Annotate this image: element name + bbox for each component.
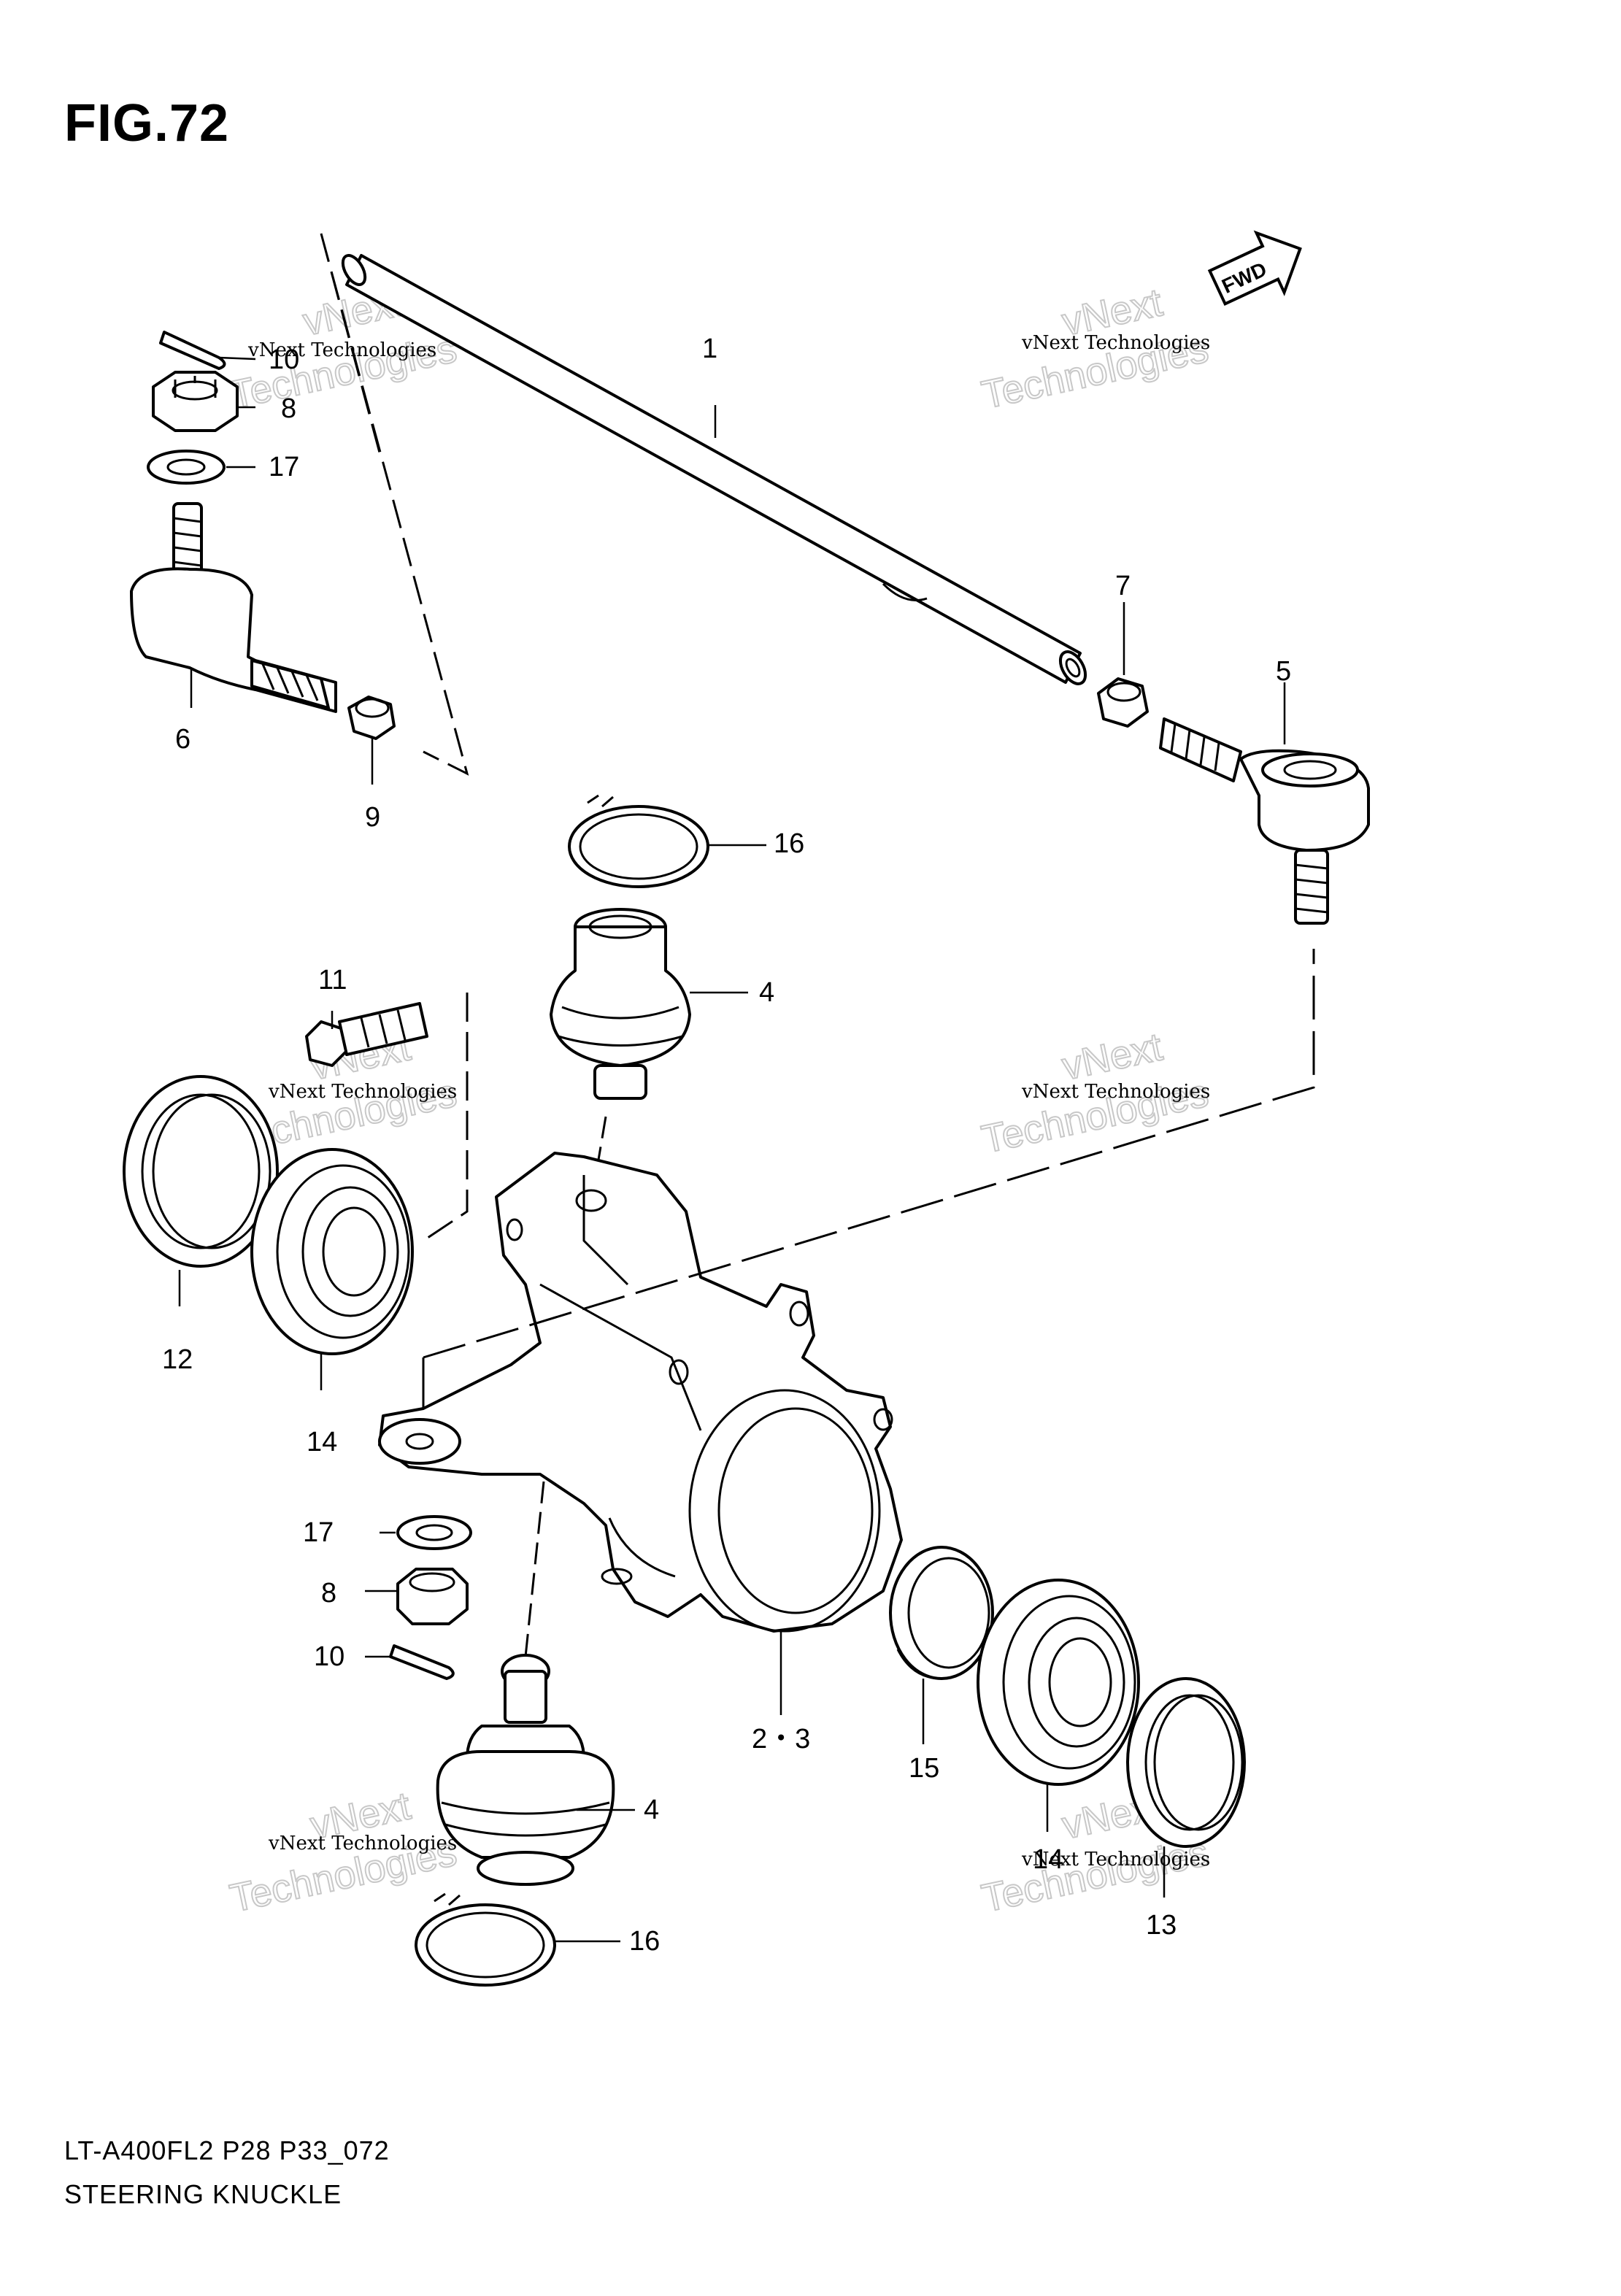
callout-14-left: 14 — [307, 1427, 337, 1457]
nut-lower — [396, 1568, 469, 1625]
callout-8-lower: 8 — [321, 1578, 336, 1609]
callout-16-upper: 16 — [774, 828, 804, 859]
diagram-code: LT-A400FL2 P28 P33_072 — [64, 2135, 390, 2165]
bearing-right — [977, 1579, 1140, 1786]
cotter-pin-upper — [159, 331, 226, 370]
callout-8-upper: 8 — [281, 393, 296, 424]
watermark-lower-left: Technologies vNext vNext Technologies — [226, 1783, 461, 1921]
svg-text:vNext Technologies: vNext Technologies — [247, 339, 436, 361]
ball-joint-lower — [436, 1654, 615, 1886]
svg-text:vNext Technologies: vNext Technologies — [1021, 332, 1210, 354]
svg-text:vNext Technologies: vNext Technologies — [268, 1833, 457, 1854]
svg-text:vNext Technologies: vNext Technologies — [268, 1081, 457, 1103]
spacer — [889, 1546, 994, 1680]
circlip-lower — [415, 1892, 556, 1987]
tie-rod-end-left — [130, 502, 337, 713]
callout-17-upper: 17 — [269, 452, 299, 482]
callout-9: 9 — [365, 802, 380, 833]
castle-nut-upper — [152, 371, 239, 432]
watermark-middle-right: Technologies vNext vNext Technologies — [977, 1024, 1213, 1162]
guide-line-bolt — [423, 993, 469, 1242]
svg-text:vNext Technologies: vNext Technologies — [1021, 1081, 1210, 1103]
watermark-upper-left: Technologies vNext vNext Technologies — [226, 280, 461, 417]
oil-seal-right — [1126, 1677, 1246, 1848]
figure-title: FIG.72 — [64, 94, 230, 153]
watermark-upper-right: Technologies vNext vNext Technologies — [977, 280, 1213, 417]
callout-17-lower: 17 — [303, 1517, 334, 1548]
svg-text:vNext: vNext — [1058, 1025, 1166, 1088]
tie-rod — [341, 254, 1087, 685]
guide-line-arm-to-tie-rod-end — [423, 949, 1315, 1359]
leader-lines — [178, 356, 1286, 1943]
washer-lower — [396, 1515, 472, 1550]
flange-bolt — [305, 1002, 428, 1067]
callout-11: 11 — [318, 965, 347, 995]
callout-10-lower: 10 — [314, 1641, 344, 1672]
ball-joint-upper — [550, 908, 691, 1100]
callout-5: 5 — [1276, 656, 1291, 687]
callout-1: 1 — [702, 334, 717, 364]
callout-labels: 1 2・3 4 4 5 6 7 8 8 9 10 10 11 12 13 14 … — [162, 334, 1291, 1957]
callout-15: 15 — [909, 1753, 939, 1784]
callout-12: 12 — [162, 1344, 193, 1375]
fwd-arrow-icon: FWD — [1207, 230, 1302, 307]
callout-7: 7 — [1115, 571, 1131, 601]
callout-2-3: 2・3 — [752, 1724, 810, 1754]
svg-text:vNext Technologies: vNext Technologies — [1021, 1849, 1210, 1871]
guide-line-lower-joint — [524, 1481, 545, 1657]
callout-10-upper: 10 — [269, 344, 299, 375]
hex-nut-left — [347, 696, 396, 740]
callout-4-upper: 4 — [759, 977, 774, 1008]
circlip-upper — [568, 794, 709, 888]
callout-16-lower: 16 — [629, 1926, 660, 1957]
tie-rod-end-right — [1159, 717, 1370, 925]
hex-nut-right — [1097, 677, 1149, 728]
oil-seal-left — [123, 1075, 279, 1268]
washer-upper — [147, 450, 226, 485]
callout-13: 13 — [1146, 1910, 1177, 1941]
steering-knuckle — [378, 1152, 903, 1633]
group-bracket-upper-left — [320, 233, 469, 776]
diagram-caption: STEERING KNUCKLE — [64, 2179, 342, 2209]
callout-4-lower: 4 — [644, 1795, 659, 1825]
cotter-pin-lower — [389, 1644, 455, 1680]
callout-6: 6 — [175, 724, 190, 755]
callout-14-right: 14 — [1033, 1844, 1063, 1875]
bearing-left — [250, 1148, 414, 1355]
